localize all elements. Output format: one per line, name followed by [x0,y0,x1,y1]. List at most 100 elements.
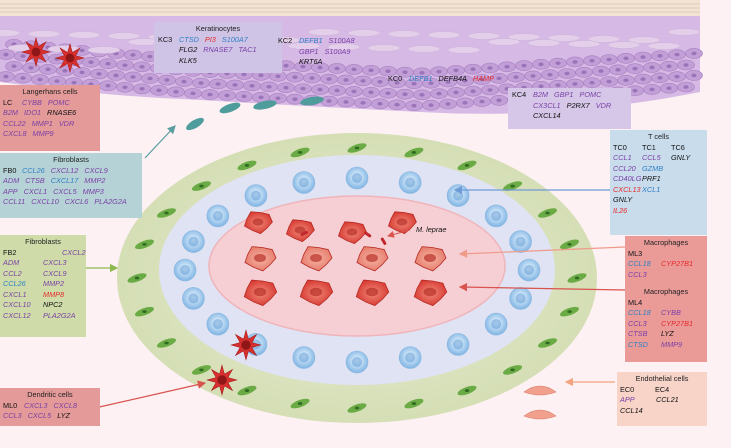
keratinocyte-nucleus [470,67,476,72]
macrophage-nucleus [253,287,267,297]
gene-name: CXCL6 [64,197,89,207]
keratinocyte-nucleus [45,67,51,72]
keratinocyte-nucleus [674,74,680,79]
keratinocyte-nucleus [649,87,655,92]
m-leprae-label: M. leprae [416,225,447,234]
fibroblast-nucleus [545,341,550,345]
gene-name: MMP2 [43,279,65,289]
keratinocyte-nucleus [589,80,595,85]
keratinocyte-nucleus [445,80,451,84]
flattened-keratinocyte [427,31,461,39]
dendritic-cell-icon [206,329,262,396]
m-leprae-bacilli [300,230,387,245]
gene-name: PLA2G2A [43,311,76,321]
keratinocyte-nucleus [640,77,646,81]
cluster-label: TC0 [613,142,627,152]
fibroblast-nucleus [510,184,515,188]
keratinocyte-nucleus [657,54,663,58]
endothelial-cells [523,385,557,420]
gene-name: IL26 [613,206,628,216]
keratinocyte-nucleus [198,81,204,85]
lymphocyte-nucleus [298,352,309,363]
keratinocyte-nucleus [394,80,400,85]
gene-name: CCL22 [3,118,26,128]
gene-name: VDR [595,100,612,110]
keratinocyte-nucleus [691,51,697,56]
keratinocyte-nucleus [258,73,264,78]
keratinocyte-nucleus [88,60,94,64]
gene-name: B2M [3,108,19,118]
panel-title: Fibroblasts [53,155,89,164]
keratinocyte-nucleus [394,102,400,107]
keratinocyte-nucleus [207,92,213,97]
gene-name: CTSD [628,339,648,349]
gene-name: TAC1 [238,45,257,55]
fibroblast-nucleus [244,164,250,167]
dendritic-cell-nucleus [217,375,227,385]
keratinocyte-nucleus [164,78,170,82]
gene-name: S100A7 [221,34,248,44]
migrating-cells [186,96,324,131]
gene-name: MMP9 [32,129,54,139]
keratinocyte-nucleus [589,58,595,63]
keratinocyte-nucleus [436,69,442,74]
keratinocyte-nucleus [666,64,672,69]
lymphocyte-nucleus [491,210,502,221]
keratinocyte-nucleus [232,83,238,87]
keratinocyte-nucleus [334,66,340,71]
macrophage-nucleus [309,287,323,297]
panel-title: Dendritic cells [27,390,73,399]
flattened-keratinocyte [27,30,61,38]
keratinocyte-nucleus [632,88,638,93]
cluster-label: ML4 [628,297,643,307]
gene-name: CCL3 [628,269,647,279]
gene-name: LYZ [57,411,70,421]
keratinocyte-nucleus [258,95,264,100]
keratinocyte-nucleus [555,83,561,87]
gene-name: CCL2 [3,268,22,278]
gene-name: CTSB [628,329,648,339]
keratinocyte-nucleus [470,89,476,94]
fibroblast-nucleus [164,341,169,345]
gene-name: CCL5 [642,153,661,163]
keratinocyte-nucleus [122,85,128,90]
keratinocyte-nucleus [20,54,26,58]
fibroblast-nucleus [464,164,470,167]
keratinocyte-nucleus [275,74,281,79]
gene-name: CCL18 [628,259,651,269]
gene-name: CXCL1 [23,186,48,196]
cluster-label: FB2 [3,247,17,257]
gene-row: GNLY [613,195,704,206]
flattened-keratinocyte [67,31,101,39]
gene-row: IL26 [613,206,704,217]
gene-name: APP [620,395,635,405]
keratinocyte-nucleus [606,57,612,62]
macrophage-nucleus [294,226,306,234]
keratinocyte-nucleus [215,82,221,86]
gene-name: MMP8 [43,289,65,299]
keratinocyte-nucleus [241,94,247,99]
gene-name: GBP1 [299,46,319,56]
keratinocyte-nucleus [360,79,366,83]
keratinocyte-nucleus [555,61,561,65]
keratinocyte-nucleus [623,78,629,83]
fibroblast-nucleus [545,211,550,215]
arrow-macrophages-ml3 [458,246,626,258]
keratinocyte-nucleus [326,99,332,103]
lymphocyte-nucleus [212,319,223,330]
gene-name: CXCL13 [613,184,641,194]
keratinocyte-nucleus [487,66,493,70]
gene-name: RNASE6 [47,108,77,118]
flattened-keratinocyte [407,45,441,53]
keratinocyte-nucleus [445,102,451,106]
cluster-label: LC [3,97,13,107]
